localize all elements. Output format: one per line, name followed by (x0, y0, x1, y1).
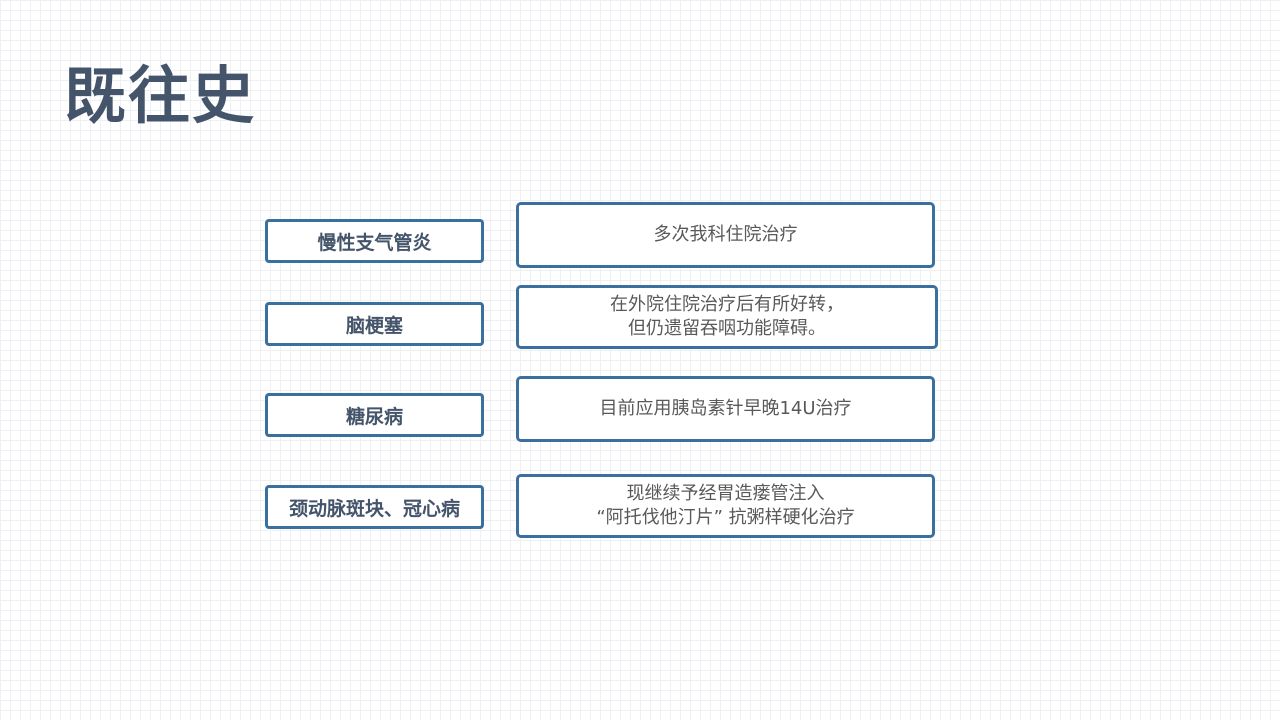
desc-line: 但仍遗留吞咽功能障碍。 (628, 318, 826, 339)
desc-line: 目前应用胰岛素针早晚14U治疗 (599, 398, 852, 419)
history-desc-carotid-plaque-chd: 现继续予经胃造瘘管注入 “阿托伐他汀片” 抗粥样硬化治疗 (516, 474, 935, 538)
history-desc-diabetes: 目前应用胰岛素针早晚14U治疗 (516, 376, 935, 442)
history-desc-cerebral-infarction: 在外院住院治疗后有所好转， 但仍遗留吞咽功能障碍。 (516, 285, 938, 349)
desc-line: 在外院住院治疗后有所好转， (610, 294, 844, 315)
history-label-chronic-bronchitis: 慢性支气管炎 (265, 219, 484, 263)
desc-line: 多次我科住院治疗 (653, 224, 798, 245)
history-label-diabetes: 糖尿病 (265, 393, 484, 437)
history-label-carotid-plaque-chd: 颈动脉斑块、冠心病 (265, 485, 484, 529)
history-label-cerebral-infarction: 脑梗塞 (265, 302, 484, 346)
desc-line: “阿托伐他汀片” 抗粥样硬化治疗 (596, 507, 855, 528)
slide-title: 既往史 (64, 59, 257, 132)
desc-line: 现继续予经胃造瘘管注入 (626, 483, 825, 504)
history-desc-chronic-bronchitis: 多次我科住院治疗 (516, 202, 935, 268)
